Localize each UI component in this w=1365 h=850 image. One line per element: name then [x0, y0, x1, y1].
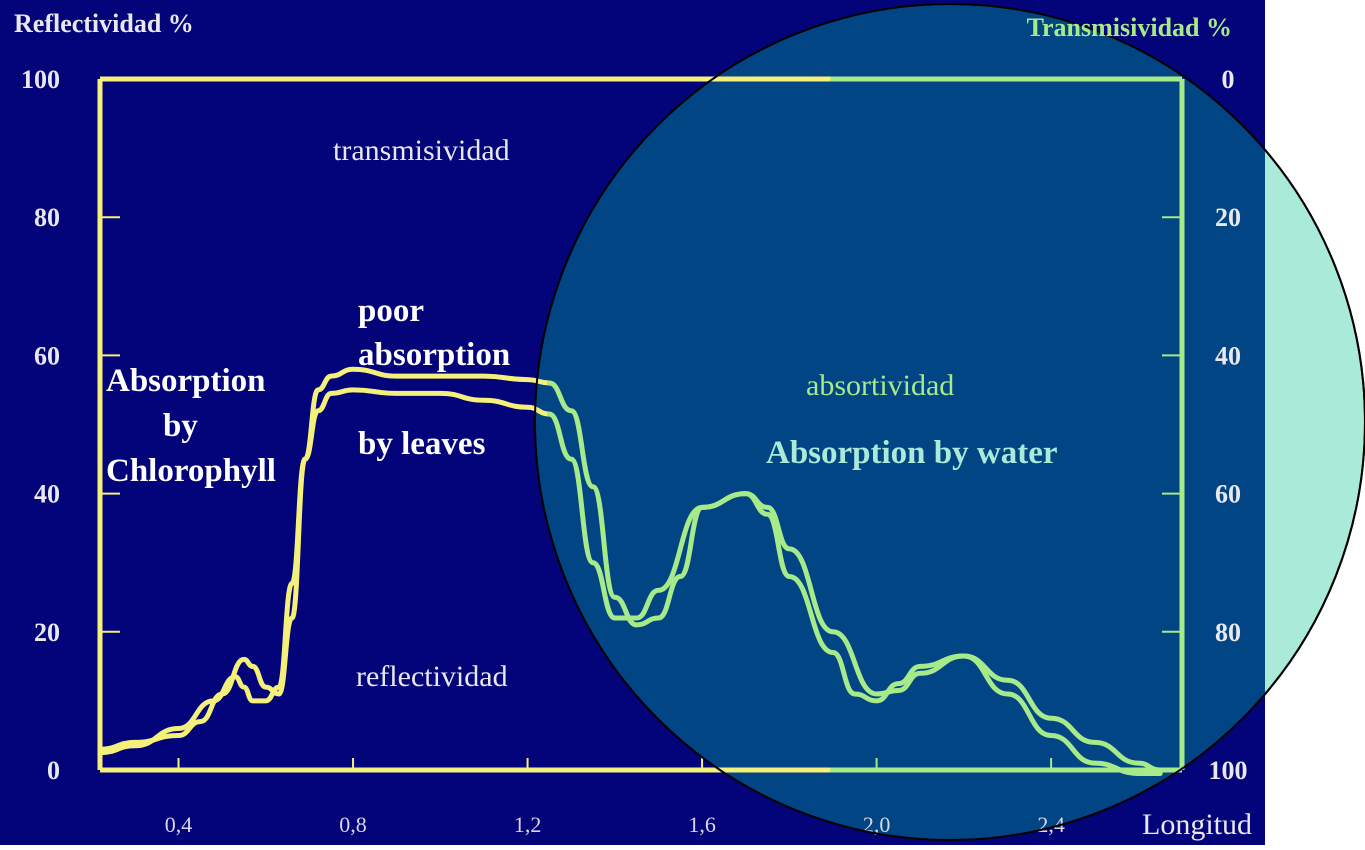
chlorophyll-line-1: Absorption [106, 363, 266, 399]
x-tick-label: 0,8 [339, 812, 367, 837]
series-curves [97, 366, 1163, 776]
chlorophyll-line-3: Chlorophyll [106, 453, 276, 489]
transmittance-curve-visible [97, 366, 552, 752]
right-tick-label: 100 [1209, 756, 1248, 785]
transmittance-curve-infrared [546, 380, 1163, 773]
x-tick-label: 1,6 [688, 812, 716, 837]
right-tick-label: 60 [1215, 480, 1241, 509]
water-circle-outline [534, 3, 1365, 841]
water-absorption-label: Absorption by water [766, 435, 1058, 471]
poor-absorption-line-3: by leaves [358, 426, 486, 462]
right-tick-label: 0 [1222, 65, 1235, 94]
left-tick-label: 60 [34, 341, 60, 370]
water-circle-tint [535, 4, 1265, 840]
right-axis-title: Transmisividad % [1027, 13, 1232, 42]
x-tick-label: 1,2 [514, 812, 542, 837]
left-tick-label: 100 [21, 65, 60, 94]
left-tick-label: 80 [34, 203, 60, 232]
left-tick-label: 20 [34, 618, 60, 647]
right-tick-label: 80 [1215, 618, 1241, 647]
x-tick-label: 0,4 [165, 812, 193, 837]
absortividad-label: absortividad [806, 369, 954, 402]
left-tick-label: 0 [47, 756, 60, 785]
left-tick-label: 40 [34, 480, 60, 509]
poor-absorption-line-1: poor [358, 293, 424, 329]
reflectividad-label: reflectividad [356, 660, 508, 693]
right-tick-label: 40 [1215, 341, 1241, 370]
poor-absorption-line-2: absorption [358, 337, 510, 373]
chlorophyll-line-2: by [163, 408, 198, 444]
left-axis-title: Reflectividad % [14, 9, 194, 38]
plot-frame [97, 76, 1185, 773]
transmisividad-label: transmisividad [333, 134, 510, 167]
x-axis-label: Longitud [1142, 808, 1252, 841]
reflectance-curve-infrared [546, 411, 1163, 776]
right-tick-label: 20 [1215, 203, 1241, 232]
